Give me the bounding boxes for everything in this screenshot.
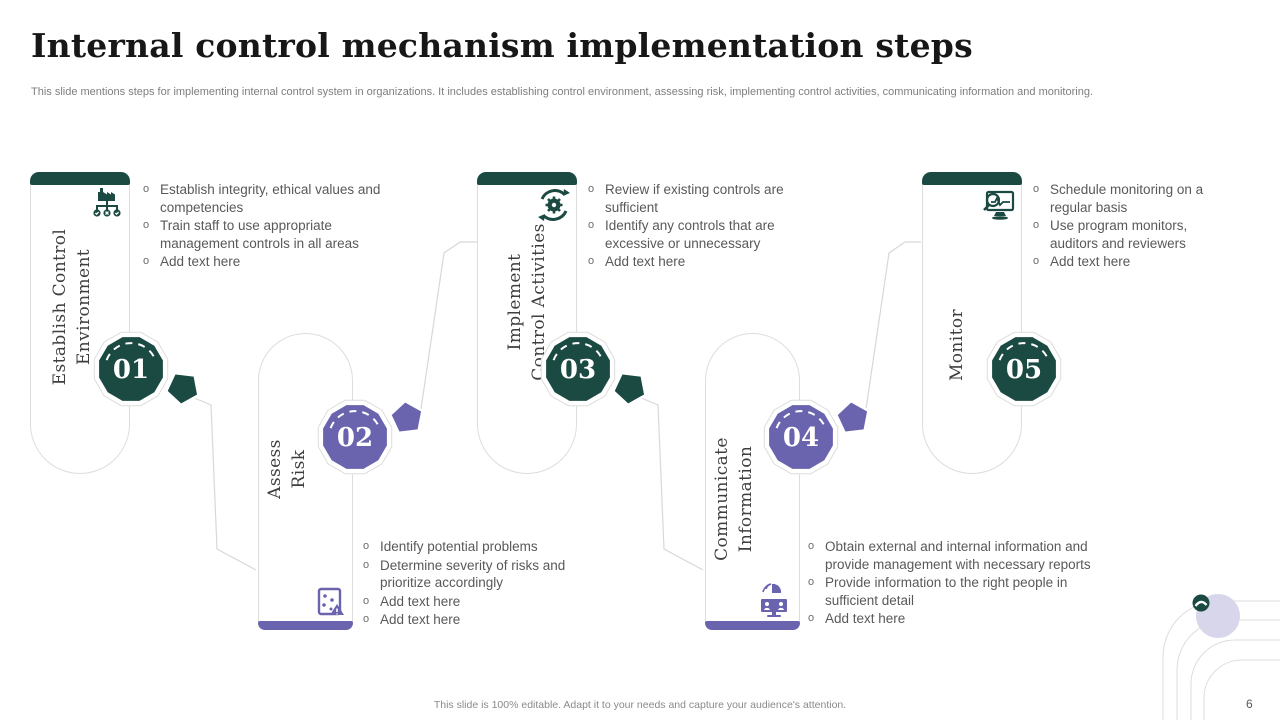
bullet-text: Add text here [1050,254,1131,269]
step-3-number-badge: 03 [540,331,647,407]
step-3-header-bar [477,172,577,185]
step-1-bullets: Establish integrity, ethical values and … [143,181,383,272]
org-hierarchy-icon [93,188,121,217]
bullet-text: Obtain external and internal information… [825,539,1091,572]
step-3-bullets: Review if existing controls are sufficie… [588,181,803,272]
step-1-header-bar [30,172,130,185]
arrow-pentagon-icon [834,399,870,435]
step-5-bullets: Schedule monitoring on a regular basis U… [1033,181,1229,272]
svg-text:01: 01 [113,355,149,385]
step-3-pill [477,172,577,474]
step-5-number-badge: 05 [986,331,1062,407]
bullet-text: Add text here [825,611,906,626]
svg-text:04: 04 [783,423,819,453]
bullet-text: Review if existing controls are sufficie… [605,182,784,215]
svg-text:03: 03 [560,355,596,385]
bullet-text: Add text here [380,612,461,627]
step-2-bullets: Identify potential problems Determine se… [363,538,598,630]
arrow-pentagon-icon [164,371,200,407]
arrow-pentagon-icon [388,399,424,435]
monitor-search-icon [983,190,1015,220]
bullet-text: Determine severity of risks and prioriti… [380,557,566,591]
bullet-text: Identify any controls that are excessive… [605,218,775,251]
bullet-text: Provide information to the right people … [825,575,1068,608]
step-4-label: Communicate Information [712,437,756,561]
bullet-text: Schedule monitoring on a regular basis [1050,182,1204,215]
gear-sync-icon [538,189,570,221]
bullet-text: Add text here [605,254,686,269]
step-2-pill [258,333,353,630]
bullet-text: Train staff to use appropriate managemen… [160,218,359,251]
step-2-label: Assess Risk [265,439,309,499]
bullet-text: Use program monitors, auditors and revie… [1050,218,1188,251]
svg-text:05: 05 [1006,355,1042,385]
step-5-header-bar [922,172,1022,185]
bullet-text: Add text here [160,254,241,269]
step-4-number-badge: 04 [763,399,870,475]
step-4-pill [705,333,800,630]
page-title: Internal control mechanism implementatio… [31,26,973,65]
arrow-pentagon-icon [611,371,647,407]
teal-dot-decoration [1192,594,1210,612]
bullet-text: Add text here [380,593,461,609]
step-5-pill [922,172,1022,474]
footer-note: This slide is 100% editable. Adapt it to… [433,699,847,711]
svg-text:02: 02 [337,423,373,453]
step-2-footer-bar [258,621,353,630]
page-number: 6 [1246,697,1253,711]
step-2-number-badge: 02 [317,399,424,475]
step-1-number-badge: 01 [93,331,200,407]
risk-assessment-icon [317,587,344,616]
bullet-text: Identify potential problems [380,539,538,554]
page-subtitle: This slide mentions steps for implementi… [31,86,1093,98]
step-1-pill [30,172,130,474]
step-4-footer-bar [705,621,800,630]
lavender-circle-decoration [1196,594,1240,638]
step-5-label: Monitor [947,308,967,382]
step-4-bullets: Obtain external and internal information… [808,538,1120,629]
bullet-text: Establish integrity, ethical values and … [160,182,381,215]
broadcast-monitor-icon [761,583,787,617]
